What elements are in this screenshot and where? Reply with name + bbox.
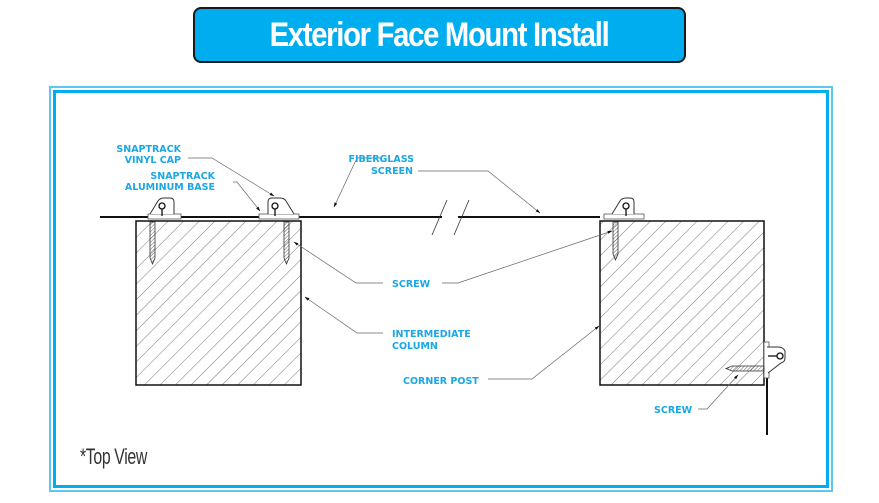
leader-screw-middle <box>293 241 383 284</box>
screw-left <box>149 221 156 266</box>
diagram-frame-outer <box>49 86 833 492</box>
diagram-frame-inner <box>53 90 829 488</box>
leader-vinyl-cap <box>188 157 275 197</box>
leader-intermediate-column <box>304 296 383 334</box>
label-fiberglass-line2: SCREEN <box>371 166 413 177</box>
leader-corner-post <box>488 325 600 380</box>
label-vinyl-cap-line2: VINYL CAP <box>125 155 181 166</box>
label-intermediate-line2: COLUMN <box>392 341 438 352</box>
intermediate-column <box>135 220 302 386</box>
leader-fiberglass-left <box>333 157 382 208</box>
leader-aluminum-base <box>233 181 261 212</box>
label-screw-corner: SCREW <box>654 405 693 416</box>
leader-fiberglass-right <box>418 170 541 214</box>
snaptrack-left <box>147 197 182 220</box>
snaptrack-right <box>603 197 645 220</box>
label-fiberglass-line1: FIBERGLASS <box>348 154 414 165</box>
label-screw-center: SCREW <box>392 279 431 290</box>
leader-screw-corner <box>698 374 739 410</box>
view-note: *Top View <box>80 444 147 469</box>
label-intermediate-line1: INTERMEDIATE <box>392 329 471 340</box>
label-vinyl-cap-line1: SNAPTRACK <box>116 144 181 155</box>
leader-lines <box>188 157 739 410</box>
label-aluminum-base-line2: ALUMINUM BASE <box>125 182 215 193</box>
snaptrack-corner <box>763 341 786 379</box>
screw-corner <box>724 365 765 372</box>
screw-middle <box>283 221 290 266</box>
snaptrack-middle <box>258 197 300 220</box>
leader-screw-right <box>442 230 613 284</box>
label-corner-post: CORNER POST <box>403 376 479 387</box>
screw-right <box>612 221 619 262</box>
title-banner: Exterior Face Mount Install <box>193 7 686 63</box>
page-title: Exterior Face Mount Install <box>270 15 610 54</box>
corner-post <box>599 220 765 386</box>
label-aluminum-base-line1: SNAPTRACK <box>150 171 215 182</box>
